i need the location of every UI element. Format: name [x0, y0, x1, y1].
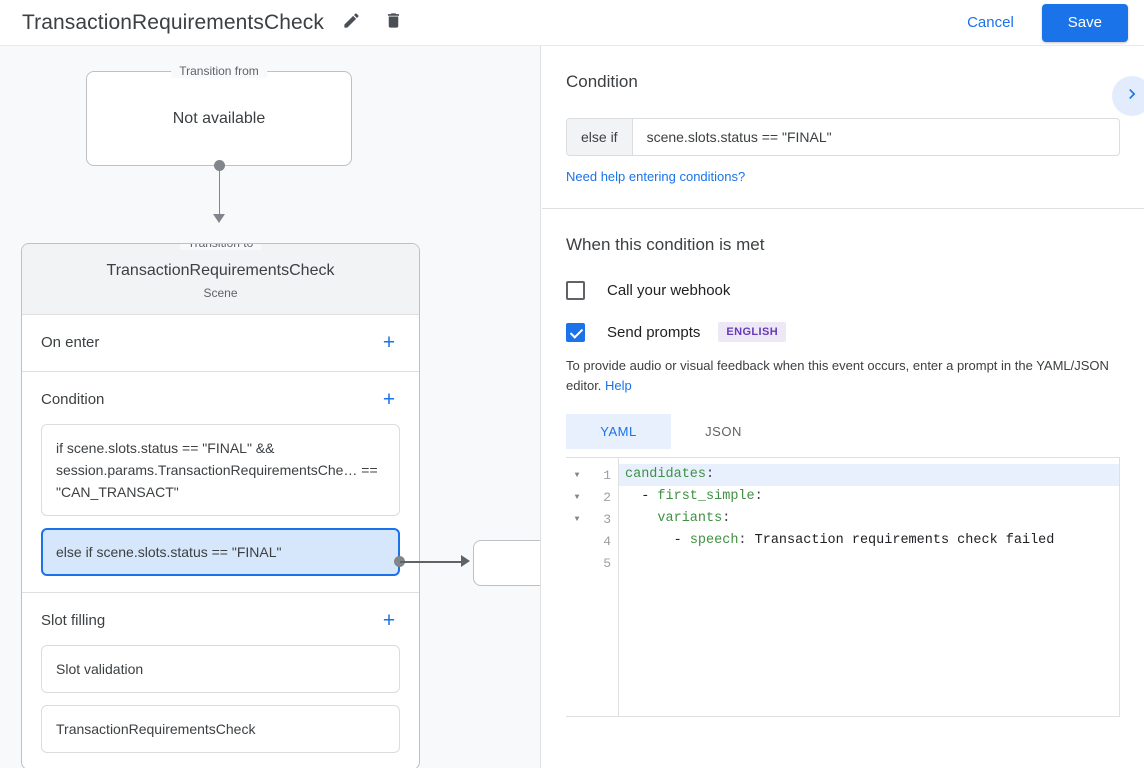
- section-header-slot-filling: Slot filling +: [41, 607, 400, 633]
- add-slot-filling-button[interactable]: +: [382, 608, 396, 632]
- tab-json[interactable]: JSON: [705, 424, 742, 439]
- editor-gutter-row: 5: [566, 552, 618, 574]
- details-panel: Condition else if scene.slots.status == …: [542, 46, 1144, 768]
- add-on-enter-button[interactable]: +: [382, 330, 396, 354]
- pencil-icon: [342, 11, 361, 35]
- flow-canvas[interactable]: Transition from Not available Transition…: [0, 46, 541, 768]
- editor-line-number: 5: [603, 555, 611, 571]
- fold-triangle-icon[interactable]: ▼: [574, 492, 580, 502]
- webhook-label: Call your webhook: [607, 282, 731, 299]
- scene-section-slot-filling: Slot filling + Slot validation Transacti…: [22, 593, 419, 768]
- topbar-actions: Cancel Save: [953, 3, 1128, 42]
- fold-triangle-icon[interactable]: ▼: [574, 470, 580, 480]
- slot-filling-item[interactable]: TransactionRequirementsCheck: [41, 705, 400, 753]
- condition-heading: Condition: [566, 72, 638, 91]
- webhook-checkbox[interactable]: [566, 281, 585, 300]
- trash-icon: [384, 11, 403, 35]
- send-prompts-description-text: To provide audio or visual feedback when…: [566, 358, 1109, 393]
- send-prompts-description: To provide audio or visual feedback when…: [566, 356, 1120, 396]
- editor-code-line: [619, 552, 1119, 574]
- editor-code-area[interactable]: candidates: - first_simple: variants: - …: [619, 458, 1119, 716]
- send-prompts-label: Send prompts: [607, 323, 701, 341]
- editor-code-line: candidates:: [619, 464, 1119, 486]
- scene-section-condition: Condition + if scene.slots.status == "FI…: [22, 372, 419, 593]
- connector-line-horizontal: [400, 561, 464, 563]
- editor-gutter-row: ▼2: [566, 486, 618, 508]
- editor-line-number: 3: [603, 511, 611, 527]
- fold-triangle-icon[interactable]: ▼: [574, 514, 580, 524]
- send-prompts-checkbox-row[interactable]: Send prompts ENGLISH: [566, 322, 1120, 342]
- scene-section-on-enter: On enter +: [22, 315, 419, 372]
- delete-button[interactable]: [378, 8, 408, 38]
- top-app-bar: TransactionRequirementsCheck Cancel Save: [0, 0, 1144, 46]
- transition-from-card: Transition from Not available: [86, 64, 352, 166]
- transition-from-value: Not available: [172, 109, 266, 127]
- section-title-slot-filling: Slot filling: [41, 611, 106, 629]
- condition-expression-input[interactable]: scene.slots.status == "FINAL": [646, 129, 832, 145]
- scene-title: TransactionRequirementsCheck: [106, 262, 335, 279]
- target-node-card[interactable]: [473, 540, 540, 586]
- chevron-right-icon: [1122, 84, 1142, 109]
- scene-subtitle: Scene: [203, 286, 238, 300]
- send-prompts-help-link[interactable]: Help: [605, 378, 632, 393]
- connector-dot-condition: [394, 556, 405, 567]
- connector-dot-source: [214, 160, 225, 171]
- editor-code-line: - first_simple:: [625, 489, 763, 504]
- editor-line-number: 4: [603, 533, 611, 549]
- edit-title-button[interactable]: [336, 8, 366, 38]
- condition-help-link[interactable]: Need help entering conditions?: [566, 169, 746, 184]
- language-badge: ENGLISH: [718, 322, 787, 342]
- add-condition-button[interactable]: +: [382, 387, 396, 411]
- when-condition-met-section: When this condition is met Call your web…: [542, 209, 1144, 739]
- slot-filling-item[interactable]: Slot validation: [41, 645, 400, 693]
- section-header-on-enter: On enter +: [41, 329, 400, 355]
- expand-panel-button[interactable]: [1112, 76, 1144, 116]
- editor-format-tabs: YAML JSON: [566, 414, 1120, 449]
- editor-code-line: - speech: Transaction requirements check…: [625, 533, 1055, 548]
- section-header-condition: Condition +: [41, 386, 400, 412]
- condition-section: Condition else if scene.slots.status == …: [542, 46, 1144, 209]
- editor-gutter-row: ▼3: [566, 508, 618, 530]
- scene-card: Transition to TransactionRequirementsChe…: [21, 243, 420, 768]
- editor-code-line: variants:: [657, 511, 731, 526]
- scene-card-header: TransactionRequirementsCheck Scene: [22, 244, 419, 315]
- condition-input-row[interactable]: else if scene.slots.status == "FINAL": [566, 118, 1120, 156]
- editor-line-number: 1: [603, 467, 611, 483]
- save-button[interactable]: Save: [1041, 3, 1128, 42]
- when-met-heading: When this condition is met: [566, 235, 765, 254]
- transition-from-legend: Transition from: [171, 64, 267, 78]
- condition-prefix-label: else if: [567, 119, 633, 155]
- section-title-condition: Condition: [41, 390, 105, 408]
- condition-help-row: Need help entering conditions?: [566, 168, 1120, 186]
- editor-gutter-row: ▼1: [566, 464, 618, 486]
- page-title: TransactionRequirementsCheck: [22, 10, 324, 34]
- cancel-button[interactable]: Cancel: [953, 6, 1028, 39]
- connector-arrow-right: [461, 555, 470, 567]
- tab-yaml[interactable]: YAML: [566, 414, 671, 449]
- editor-gutter-row: 4: [566, 530, 618, 552]
- editor-line-number: 2: [603, 489, 611, 505]
- send-prompts-checkbox[interactable]: [566, 322, 585, 342]
- transition-to-legend: Transition to: [179, 244, 262, 250]
- condition-item-selected[interactable]: else if scene.slots.status == "FINAL": [41, 528, 400, 576]
- webhook-checkbox-row[interactable]: Call your webhook: [566, 281, 1120, 300]
- condition-item[interactable]: if scene.slots.status == "FINAL" && sess…: [41, 424, 400, 516]
- connector-arrow-down: [213, 214, 225, 223]
- connector-line-vertical: [218, 166, 220, 218]
- section-title-on-enter: On enter: [41, 333, 100, 351]
